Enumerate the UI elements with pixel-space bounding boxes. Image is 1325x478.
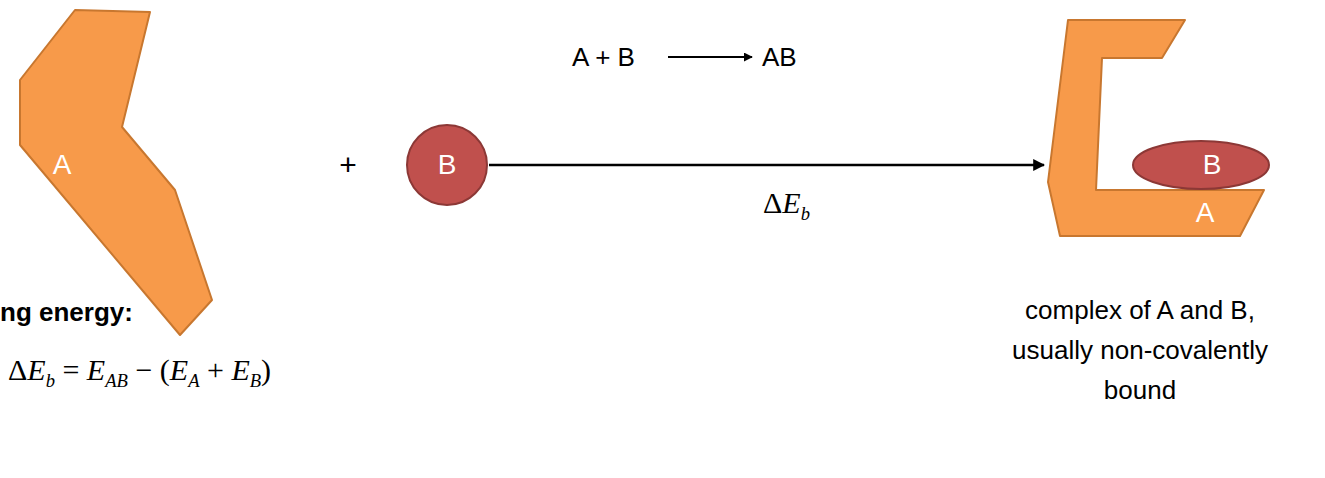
shape-outline (1046, 18, 1268, 238)
formula-symbol: E (782, 186, 800, 219)
molecule-label: A (1196, 199, 1215, 227)
formula-subscript: b (801, 203, 810, 224)
formula-symbol: E (27, 353, 45, 386)
formula-part: EAB (87, 353, 128, 386)
complex-caption: complex of A and B, usually non-covalent… (990, 290, 1290, 410)
formula-subscript: B (250, 370, 261, 391)
shape-outline (1132, 140, 1270, 190)
molecule-label: B (1203, 151, 1222, 179)
molecule-shape (20, 10, 212, 335)
formula-part: − ( (128, 353, 170, 386)
formula: ΔEb = EAB − (EA + EB) (8, 350, 271, 401)
formula-part: Δ (8, 353, 27, 386)
formula-part: EB (231, 353, 261, 386)
formula-symbol: E (170, 353, 188, 386)
formula-part: EA (170, 353, 200, 386)
molecule-label: B (438, 151, 457, 179)
formula-part: ) (261, 353, 271, 386)
formula-subscript: AB (105, 370, 128, 391)
formula-symbol: E (231, 353, 249, 386)
complex-b: B (1132, 140, 1270, 190)
molecule-a: A (18, 8, 218, 338)
formula-subscript: A (188, 370, 199, 391)
product-text: AB (762, 37, 797, 77)
molecule-shape (407, 125, 487, 205)
molecule-shape (1133, 141, 1269, 189)
heading-text: ng energy: (0, 292, 133, 332)
molecule-label: A (53, 151, 72, 179)
energy-label: ΔEb (759, 183, 814, 234)
molecule-b: B (407, 125, 487, 205)
reactants-text: A + B (572, 37, 635, 77)
formula-part: = (55, 353, 87, 386)
formula-part: + (200, 353, 232, 386)
formula-part: Eb (782, 186, 810, 219)
molecule-shape (1048, 20, 1264, 236)
plus-sign: + (339, 145, 357, 185)
reaction-arrow (668, 56, 752, 58)
shape-outline (18, 8, 218, 338)
reaction-arrow (489, 164, 1044, 167)
formula-part: Δ (763, 186, 782, 219)
formula-subscript: b (46, 370, 55, 391)
complex-a: A (1046, 18, 1268, 238)
formula-symbol: E (87, 353, 105, 386)
formula-part: Eb (27, 353, 55, 386)
